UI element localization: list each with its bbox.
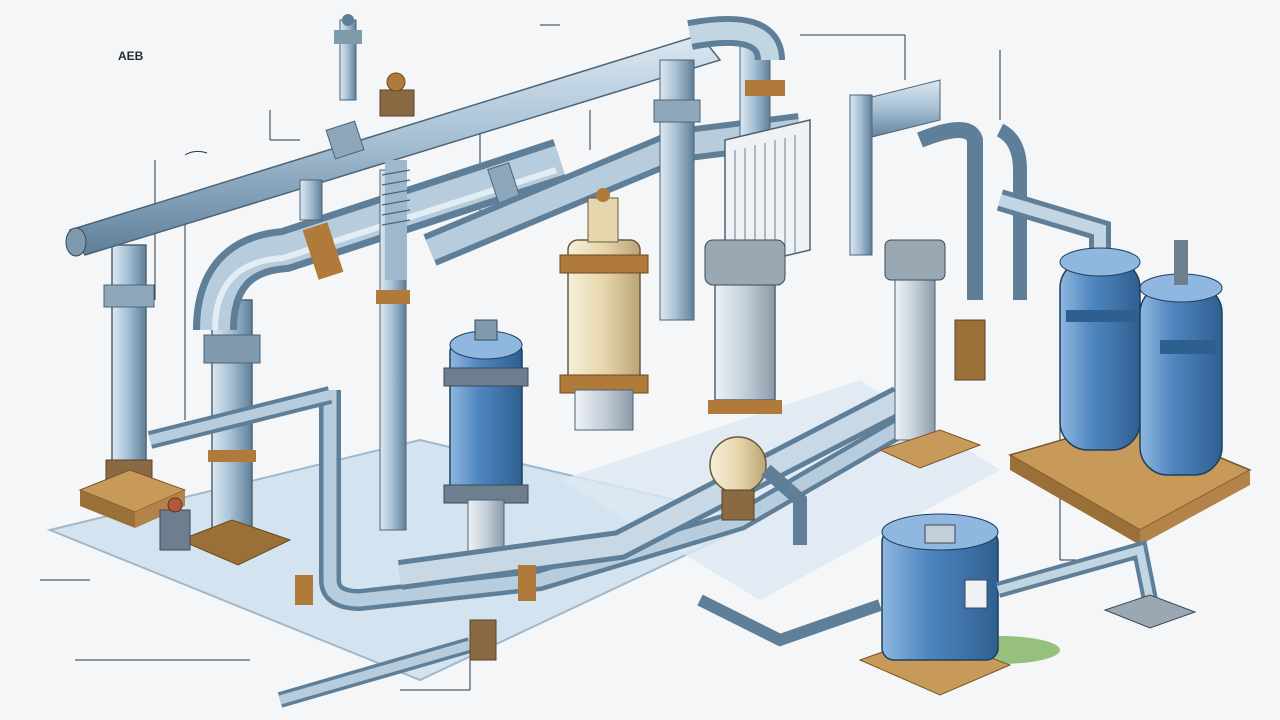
grid-filter-unit bbox=[724, 119, 811, 271]
globe-valve bbox=[709, 436, 807, 545]
left-support-column bbox=[78, 244, 187, 528]
lower-pipe-loop bbox=[147, 386, 936, 612]
bottom-outlet-pipe bbox=[277, 619, 497, 708]
top-valve-assembly bbox=[299, 14, 362, 221]
center-pump-unit bbox=[704, 239, 786, 414]
diagram-title: AEB bbox=[118, 49, 144, 63]
right-blue-tanks bbox=[1008, 240, 1252, 545]
cream-filter-vessel bbox=[559, 188, 649, 431]
center-blue-tank bbox=[443, 319, 529, 571]
left-elbow-pipe bbox=[193, 139, 567, 331]
top-main-pipe bbox=[65, 34, 722, 257]
spring-column bbox=[379, 72, 415, 280]
right-machinery bbox=[849, 79, 1111, 469]
center-vertical-pipes bbox=[376, 15, 785, 531]
bottom-drum bbox=[697, 513, 1197, 696]
